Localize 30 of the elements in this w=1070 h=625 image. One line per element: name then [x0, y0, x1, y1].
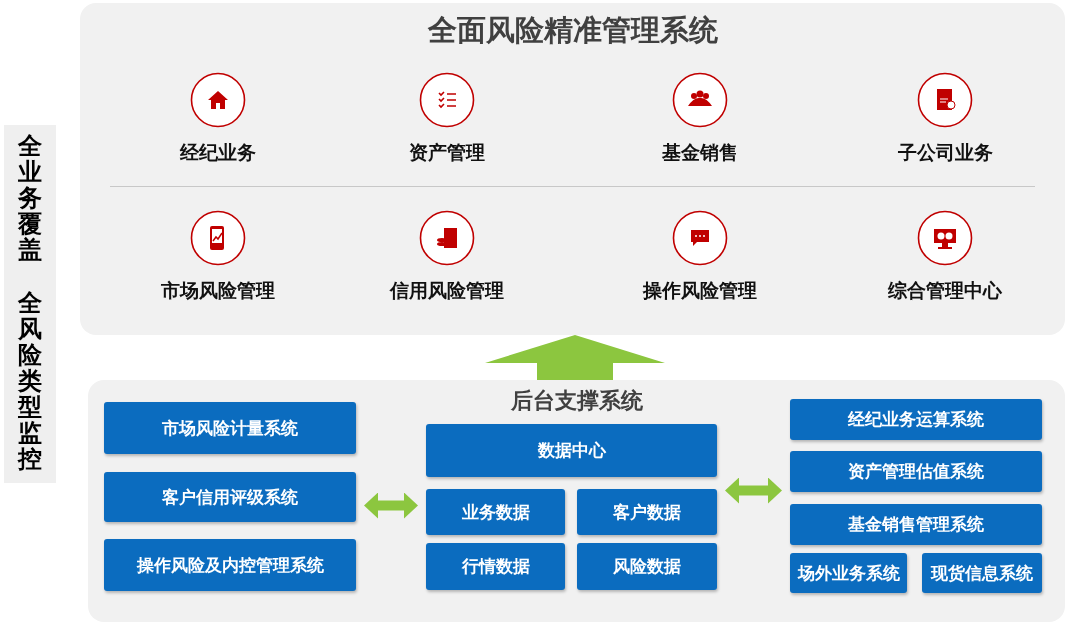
arrow — [364, 492, 418, 519]
category-label: 经纪业务 — [180, 141, 256, 163]
side-label: 全业务覆盖 — [17, 133, 43, 263]
system-box: 数据中心 — [426, 424, 717, 477]
system-box: 经纪业务运算系统 — [790, 399, 1042, 440]
system-box: 资产管理估值系统 — [790, 451, 1042, 492]
system-box: 风险数据 — [577, 543, 717, 590]
panel-background — [80, 3, 1065, 335]
system-box: 操作风险及内控管理系统 — [104, 539, 356, 591]
category-label: 信用风险管理 — [390, 279, 504, 301]
system-box: 业务数据 — [426, 489, 565, 535]
system-box: 客户数据 — [577, 489, 717, 535]
category-label: 综合管理中心 — [888, 279, 1002, 301]
panel-title: 全面风险精准管理系统 — [427, 13, 718, 47]
system-box: 客户信用评级系统 — [104, 472, 356, 522]
system-box: 市场风险计量系统 — [104, 402, 356, 454]
arrow — [485, 335, 665, 380]
side-label: 全风险类型监控 — [16, 290, 43, 472]
panel-background — [88, 380, 1065, 622]
arrow — [725, 477, 782, 504]
category-label: 操作风险管理 — [643, 279, 757, 301]
category-label: 子公司业务 — [897, 141, 993, 163]
system-box: 现货信息系统 — [922, 553, 1042, 593]
system-box: 行情数据 — [426, 543, 565, 590]
system-box: 基金销售管理系统 — [790, 504, 1042, 545]
category-label: 市场风险管理 — [161, 279, 275, 301]
system-box: 场外业务系统 — [790, 553, 907, 593]
category-label: 资产管理 — [409, 141, 485, 163]
category-label: 基金销售 — [662, 141, 738, 163]
panel-title: 后台支撑系统 — [510, 388, 643, 413]
